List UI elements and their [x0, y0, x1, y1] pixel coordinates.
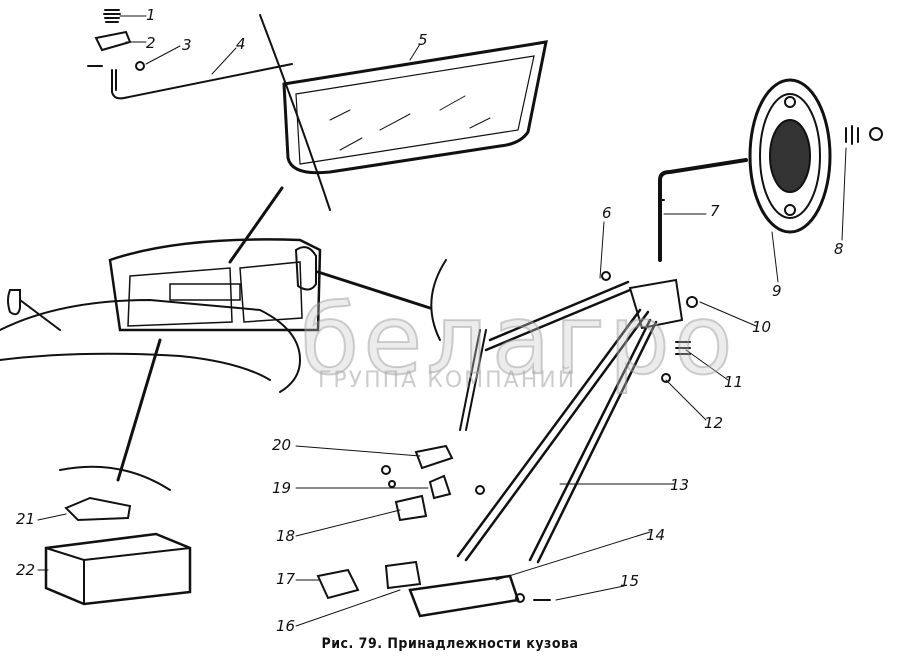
part-label-9: 9 — [772, 282, 782, 300]
part-label-11: 11 — [724, 373, 744, 391]
part-label-6: 6 — [602, 204, 612, 222]
part-13-lower-braces — [456, 278, 684, 564]
part-21-clip — [64, 496, 132, 522]
part-20-19-18-brackets — [381, 444, 485, 522]
part-label-16: 16 — [276, 617, 296, 635]
part-label-5: 5 — [418, 31, 428, 49]
part-4-rod — [111, 63, 293, 100]
part-label-4: 4 — [236, 35, 246, 53]
part-label-22: 22 — [16, 561, 36, 579]
truck-cab — [0, 14, 447, 491]
part-label-10: 10 — [752, 318, 772, 336]
part-label-15: 15 — [620, 572, 640, 590]
part-label-14: 14 — [646, 526, 666, 544]
part-5-visor — [282, 40, 548, 175]
pointer-arrows — [116, 186, 432, 482]
figure-caption: Рис. 79. Принадлежности кузова — [321, 636, 579, 652]
part-10-12-bolts — [661, 296, 698, 383]
part-label-3: 3 — [182, 36, 192, 54]
part-22-tray — [44, 532, 192, 606]
part-3-nut — [87, 61, 145, 71]
part-7-mirror-arm — [658, 158, 748, 262]
part-label-1: 1 — [146, 6, 156, 24]
part-9-mirror — [748, 78, 832, 234]
part-label-8: 8 — [834, 240, 844, 258]
part-label-13: 13 — [670, 476, 690, 494]
part-label-7: 7 — [710, 202, 720, 220]
part-label-2: 2 — [146, 34, 156, 52]
part-2-bracket — [94, 30, 132, 52]
part-label-17: 17 — [276, 570, 296, 588]
part-1-spring — [103, 9, 121, 23]
leader-lines — [37, 15, 847, 627]
part-label-18: 18 — [276, 527, 296, 545]
part-label-12: 12 — [704, 414, 724, 432]
part-label-20: 20 — [272, 436, 292, 454]
part-label-21: 21 — [16, 510, 36, 528]
part-label-19: 19 — [272, 479, 292, 497]
part-lower-vertical-rod — [459, 329, 487, 431]
part-6-upper-brace — [484, 271, 632, 352]
watermark-subtitle: ГРУППА КОМПАНИЙ — [318, 368, 577, 393]
watermark-brand: белагро — [299, 283, 737, 397]
part-8-spring-nut — [845, 125, 883, 145]
part-17-bracket — [316, 568, 360, 600]
part-14-16-plate — [384, 560, 551, 618]
